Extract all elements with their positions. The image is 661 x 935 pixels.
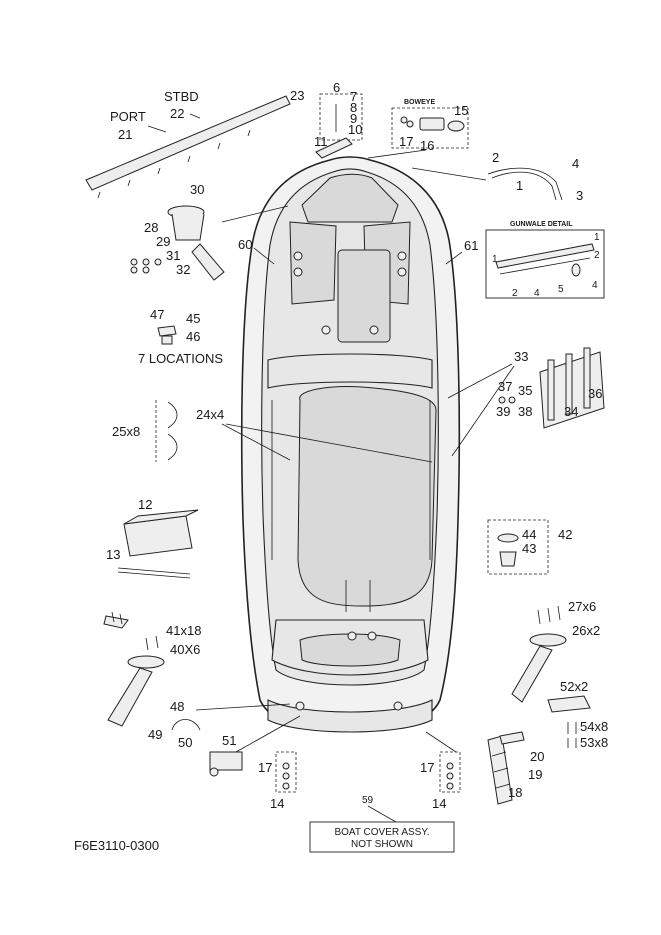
label-gd-1a: 1 (594, 232, 600, 243)
label-19: 19 (528, 767, 542, 782)
label-17-right: 17 (420, 760, 434, 775)
label-54x8: 54x8 (580, 719, 608, 734)
label-gd-4b: 4 (592, 280, 598, 291)
label-34: 34 (564, 404, 578, 419)
rod-holder-right: 27x6 26x2 (511, 599, 600, 703)
fasteners-25: 25x8 24x4 (112, 400, 433, 463)
label-16: 16 (420, 138, 434, 153)
label-31: 31 (166, 248, 180, 263)
label-52x2: 52x2 (560, 679, 588, 694)
label-boweye: BOWEYE (404, 99, 435, 106)
label-28: 28 (144, 220, 158, 235)
label-38: 38 (518, 404, 532, 419)
label-18: 18 (508, 785, 522, 800)
label-17-left: 17 (258, 760, 272, 775)
label-46: 46 (186, 329, 200, 344)
label-36: 36 (588, 386, 602, 401)
label-4: 4 (572, 156, 579, 171)
label-gd-4a: 4 (534, 288, 540, 299)
label-50: 50 (178, 735, 192, 750)
label-44: 44 (522, 527, 536, 542)
label-35: 35 (518, 383, 532, 398)
label-2: 2 (492, 150, 499, 165)
label-gd-1b: 1 (492, 254, 498, 265)
label-22: 22 (170, 106, 184, 121)
rod-holder-left: 41x18 40X6 (103, 611, 201, 727)
hull (240, 156, 461, 733)
label-14-left: 14 (270, 796, 284, 811)
label-40x6: 40X6 (170, 642, 200, 657)
fishing-rod-holder: 30 28 29 31 32 (130, 182, 289, 281)
label-20: 20 (530, 749, 544, 764)
gunwale-trim: 2 1 4 3 (411, 150, 583, 203)
label-29: 29 (156, 234, 170, 249)
boat-cover-line1: BOAT COVER ASSY. (334, 827, 429, 838)
rod-rack: 33 37 35 36 39 38 34 (447, 347, 605, 457)
label-24x4: 24x4 (196, 407, 224, 422)
label-15: 15 (454, 103, 468, 118)
label-41x18: 41x18 (166, 623, 201, 638)
label-13: 13 (106, 547, 120, 562)
label-6: 6 (333, 80, 340, 95)
label-37: 37 (498, 379, 512, 394)
label-gd-2b: 2 (512, 288, 518, 299)
label-48: 48 (170, 699, 184, 714)
label-53x8: 53x8 (580, 735, 608, 750)
label-11: 11 (314, 134, 328, 149)
grab-handle-group: 48 49 50 51 (148, 699, 301, 777)
label-43: 43 (522, 541, 536, 556)
rub-rail: PORT 21 STBD 22 23 (85, 88, 304, 199)
label-51: 51 (222, 733, 236, 748)
label-3: 3 (576, 188, 583, 203)
label-30: 30 (190, 182, 204, 197)
label-60: 60 (238, 237, 252, 252)
label-10: 10 (348, 122, 362, 137)
label-49: 49 (148, 727, 162, 742)
label-39: 39 (496, 404, 510, 419)
boweye-group: BOWEYE 15 16 17 (367, 99, 468, 159)
label-9: 9 (350, 111, 357, 126)
label-27x6: 27x6 (568, 599, 596, 614)
label-25x8: 25x8 (112, 424, 140, 439)
diagram-code: F6E3110-0300 (74, 838, 159, 853)
label-61: 61 (464, 238, 478, 253)
label-26x2: 26x2 (572, 623, 600, 638)
label-45: 45 (186, 311, 200, 326)
label-gunwale-detail: GUNWALE DETAIL (510, 221, 573, 228)
label-port: PORT (110, 109, 146, 124)
label-12: 12 (138, 497, 152, 512)
label-gd-2a: 2 (594, 250, 600, 261)
label-23: 23 (290, 88, 304, 103)
label-17-top: 17 (399, 134, 413, 149)
cooler-group: 12 13 (106, 497, 199, 579)
label-14-right: 14 (432, 796, 446, 811)
boat-cover-note: 59 BOAT COVER ASSY. NOT SHOWN (309, 795, 455, 853)
label-59: 59 (362, 795, 374, 806)
cleat-group: 47 45 46 7 LOCATIONS (138, 307, 223, 366)
label-32: 32 (176, 262, 190, 277)
label-21: 21 (118, 127, 132, 142)
label-47: 47 (150, 307, 164, 322)
boat-cover-line2: NOT SHOWN (351, 839, 413, 850)
gunwale-detail: GUNWALE DETAIL 1 1 2 2 4 4 5 (485, 221, 605, 299)
label-42: 42 (558, 527, 572, 542)
label-gd-5: 5 (558, 284, 564, 295)
label-stbd: STBD (164, 89, 199, 104)
cup-holder-group: 44 43 42 (487, 519, 572, 575)
ladder-group: 20 19 18 (487, 731, 544, 805)
label-7: 7 (350, 89, 357, 104)
label-1: 1 (516, 178, 523, 193)
label-8: 8 (350, 100, 357, 115)
fasteners-14-17: 17 14 17 14 (258, 731, 461, 811)
label-33: 33 (514, 349, 528, 364)
bow-light-group: 6 7 8 9 10 11 (314, 80, 362, 159)
step-group: 52x2 54x8 53x8 (547, 679, 608, 750)
label-7-locations: 7 LOCATIONS (138, 351, 223, 366)
